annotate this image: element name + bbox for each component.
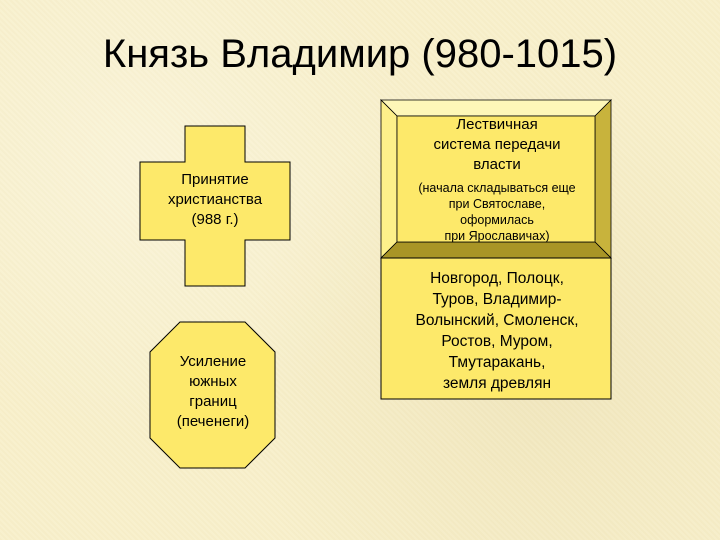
christianity-label: Принятие христианства (988 г.): [167, 171, 263, 228]
octagon-shape: [149, 321, 276, 469]
southern-borders-label: Усиление южных границ (печенеги): [176, 353, 250, 430]
page-title: Князь Владимир (980-1015): [102, 32, 618, 76]
succession-subtitle: (начала складываться еще при Святославе,…: [418, 181, 576, 243]
cities-box: [380, 257, 612, 400]
succession-title: Лествичная система передачи власти: [433, 116, 561, 173]
cross-shape: [139, 125, 291, 287]
cities-list: Новгород, Полоцк, Туров, Владимир- Волын…: [415, 270, 579, 392]
bevel-box: [380, 99, 612, 259]
